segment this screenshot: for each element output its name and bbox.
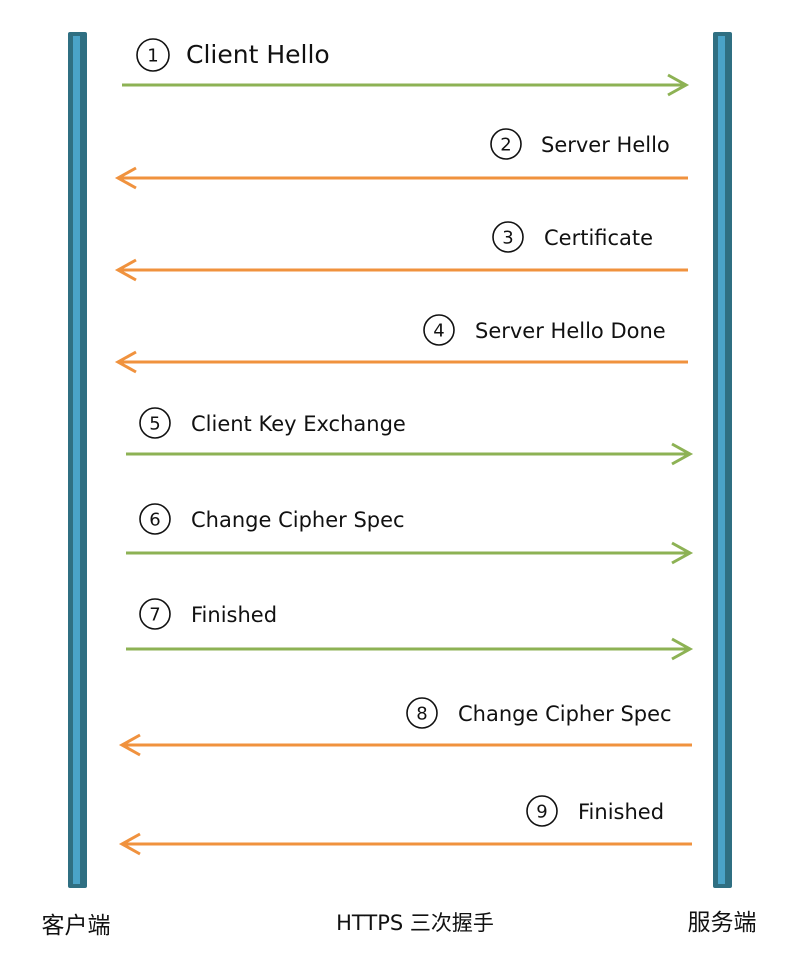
step-number: 6 [149,510,160,531]
message-label: Client Key Exchange [191,412,406,436]
message-7: 7 Finished [126,598,694,661]
message-list: 1 Client Hello 2 Server Hello 3 Certificate 4 S… [114,38,694,856]
message-8: 8 Change Cipher Spec [118,697,692,757]
message-label: Change Cipher Spec [191,508,405,532]
step-number: 2 [500,135,511,156]
step-number-circle [139,407,171,439]
arrow-head-icon [671,442,694,466]
message-label: Certificate [544,226,653,250]
message-1: 1 Client Hello [122,38,690,97]
message-3: 3 Certificate [114,221,688,282]
step-number-circle [492,221,524,253]
message-label: Finished [578,800,664,824]
step-number: 7 [149,605,160,626]
arrow-head-icon [118,832,141,856]
step-number-circle [490,128,522,160]
diagram-caption: HTTPS 三次握手 [336,911,494,935]
arrow-head-icon [114,166,137,190]
step-number-circle [139,503,171,535]
step-number: 9 [536,802,547,823]
step-number: 8 [416,704,427,725]
arrow-head-icon [114,258,137,282]
arrow-head-icon [667,73,690,97]
step-number-circle [526,795,558,827]
server-label: 服务端 [688,910,757,936]
client-lifeline-highlight [73,36,80,884]
step-number-circle [406,697,438,729]
arrow-head-icon [671,637,694,661]
message-label: Client Hello [186,40,330,69]
server-lifeline-highlight [718,36,725,884]
step-number-circle [139,598,171,630]
arrow-head-icon [114,350,137,374]
step-number: 3 [502,228,513,249]
step-number: 5 [149,414,160,435]
client-label: 客户端 [42,913,111,939]
step-number-circle [136,38,170,72]
message-9: 9 Finished [118,795,692,856]
step-number-circle [423,314,455,346]
arrow-head-icon [118,733,141,757]
step-number: 1 [147,46,158,67]
message-2: 2 Server Hello [114,128,688,190]
arrow-head-icon [671,541,694,565]
message-5: 5 Client Key Exchange [126,407,694,466]
message-label: Server Hello Done [475,319,666,343]
message-label: Server Hello [541,133,670,157]
message-label: Finished [191,603,277,627]
step-number: 4 [433,321,444,342]
message-4: 4 Server Hello Done [114,314,688,374]
message-6: 6 Change Cipher Spec [126,503,694,565]
message-label: Change Cipher Spec [458,702,672,726]
